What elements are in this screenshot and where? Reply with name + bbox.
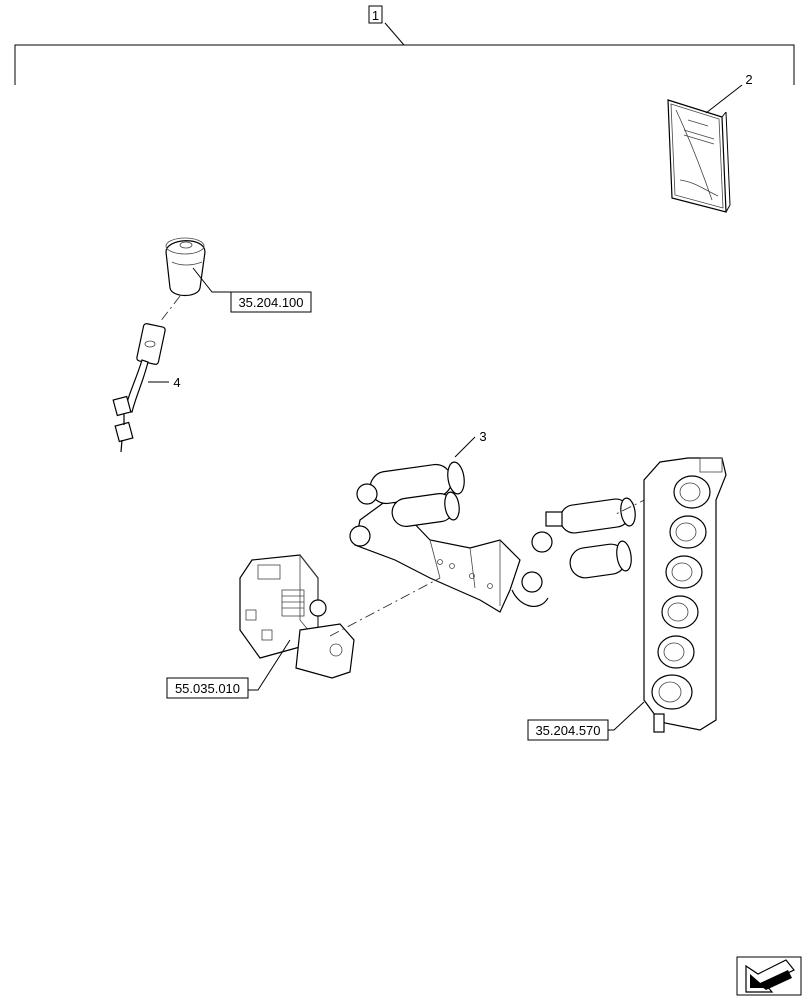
- lever-knob: [165, 237, 206, 297]
- callout-4: 4: [148, 375, 181, 390]
- reference-control-valve-text: 55.035.010: [175, 681, 240, 696]
- control-valve: [239, 553, 355, 679]
- coupler-block: [643, 457, 727, 733]
- centerline-knob: [159, 295, 181, 323]
- reference-control-valve: 55.035.010: [166, 639, 291, 699]
- callout-2: 2: [705, 72, 753, 114]
- centerline-coupler: [615, 479, 686, 515]
- callout-3-number: 3: [479, 429, 486, 444]
- reference-knob-text: 35.204.100: [238, 295, 303, 310]
- reference-coupler-block-text: 35.204.570: [535, 723, 600, 738]
- manual-booklet: [667, 99, 731, 213]
- callout-2-number: 2: [745, 72, 752, 87]
- shift-lever: [112, 323, 166, 453]
- callout-3: 3: [454, 429, 487, 458]
- kit-callout-number: 1: [372, 8, 379, 23]
- callout-4-number: 4: [173, 375, 180, 390]
- kit-bracket: [14, 44, 795, 85]
- kit-callout: 1: [14, 5, 795, 85]
- valve-block-assembly: [349, 461, 636, 613]
- reference-knob: 35.204.100: [192, 267, 312, 313]
- arrow-left-down-icon[interactable]: [736, 956, 802, 996]
- reference-coupler-block: 35.204.570: [527, 701, 645, 741]
- centerline-valve: [329, 577, 441, 637]
